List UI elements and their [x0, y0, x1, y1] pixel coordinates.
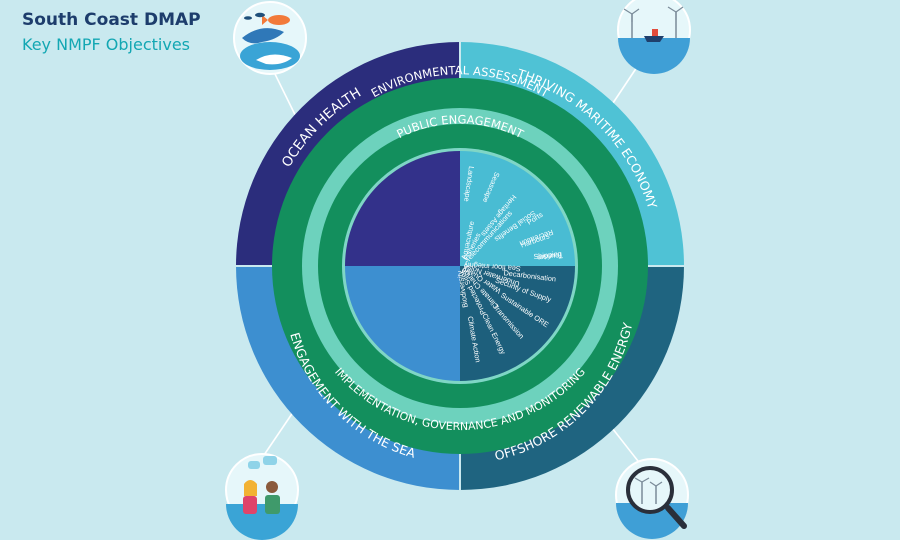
objective-label: Tourism — [537, 251, 563, 263]
inner-engagement-sea — [345, 266, 460, 381]
marine-life-icon — [233, 1, 307, 75]
labels-ocean-health: Biodiversity Protected Sites Climate Cha… — [455, 260, 521, 316]
wind-farm-icon — [617, 0, 691, 74]
magnifier-wind-farm-icon — [615, 458, 689, 539]
page-subtitle: Key NMPF Objectives — [22, 35, 191, 54]
page-title: South Coast DMAP — [22, 10, 201, 30]
objective-label: Shipping — [533, 249, 562, 261]
objective-label: Sea floor integrity — [463, 260, 521, 273]
inner-maritime-economy — [460, 151, 575, 266]
people-talking-icon — [225, 453, 299, 540]
inner-ocean-health — [345, 151, 460, 266]
inner-renewable-energy — [460, 266, 575, 381]
